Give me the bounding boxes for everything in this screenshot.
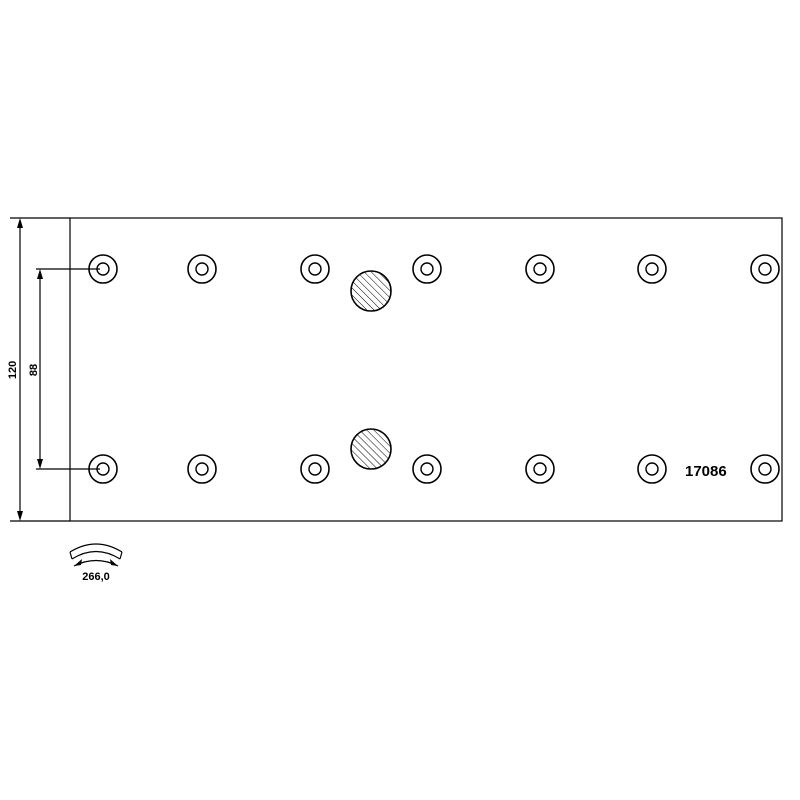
rivet-hole [412,454,442,484]
hole-spacing-dimension: 88 [28,268,100,470]
overall-height-dimension: 120 [7,217,70,522]
arc-length-symbol: 266,0 [69,543,123,583]
arc-length-label: 266,0 [82,571,110,583]
hatched-center-feature-top [350,270,392,312]
hole-spacing-label: 88 [28,364,40,376]
rivet-hole [750,454,780,484]
rivet-hole [750,254,780,284]
rivet-hole [300,254,330,284]
rivet-hole [637,454,667,484]
rivet-holes-bottom-row [88,454,780,484]
overall-height-label: 120 [7,361,19,379]
rivet-hole [525,254,555,284]
rivet-holes-top-row [88,254,780,284]
rivet-hole [88,254,118,284]
rivet-hole [637,254,667,284]
rivet-hole [412,254,442,284]
rivet-hole [525,454,555,484]
part-number-label: 17086 [685,463,727,480]
rivet-hole [187,454,217,484]
lining-outline [69,217,783,522]
rivet-hole [88,454,118,484]
rivet-hole [187,254,217,284]
hatched-center-feature-bottom [350,428,392,470]
rivet-hole [300,454,330,484]
